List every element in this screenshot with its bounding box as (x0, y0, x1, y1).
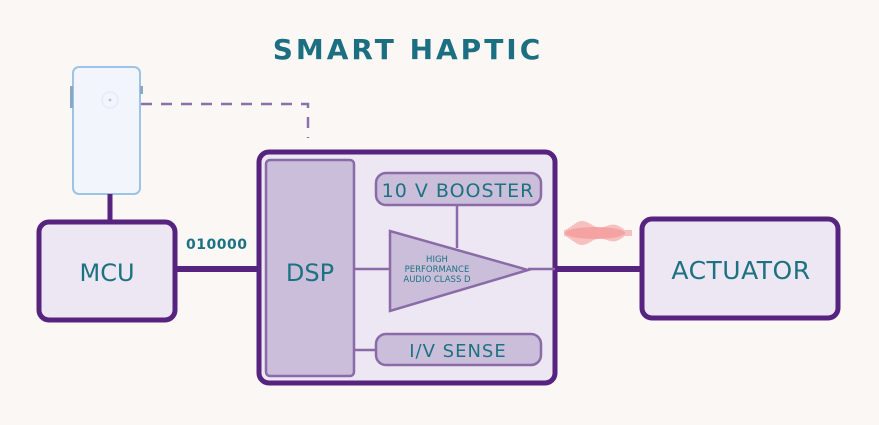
haptic-waveform-icon (564, 221, 632, 245)
booster-block: 10 V BOOSTER (374, 171, 543, 207)
mcu-block: MCU (36, 219, 178, 323)
mcu-label: MCU (79, 259, 134, 287)
dashed-connector (141, 102, 310, 138)
internal-connectors (354, 205, 555, 352)
signal-bits-label: 010000 (186, 237, 247, 253)
iv-sense-block: I/V SENSE (374, 332, 543, 367)
amplifier-label-line-1: HIGH (426, 255, 448, 265)
iv-sense-label: I/V SENSE (409, 341, 506, 362)
actuator-block: ACTUATOR (639, 216, 841, 321)
diagram-title: SMART HAPTIC (273, 33, 544, 66)
booster-label: 10 V BOOSTER (382, 180, 535, 202)
amplifier-label-line-3: AUDIO CLASS D (403, 275, 471, 285)
dsp-label: DSP (286, 259, 334, 287)
amplifier-label-line-2: PERFORMANCE (405, 265, 470, 275)
waveform-core (565, 227, 625, 239)
dsp-block: DSP (264, 158, 356, 378)
phone-icon (70, 66, 143, 195)
amplifier-block: HIGH PERFORMANCE AUDIO CLASS D (388, 229, 533, 313)
actuator-label: ACTUATOR (671, 256, 810, 285)
